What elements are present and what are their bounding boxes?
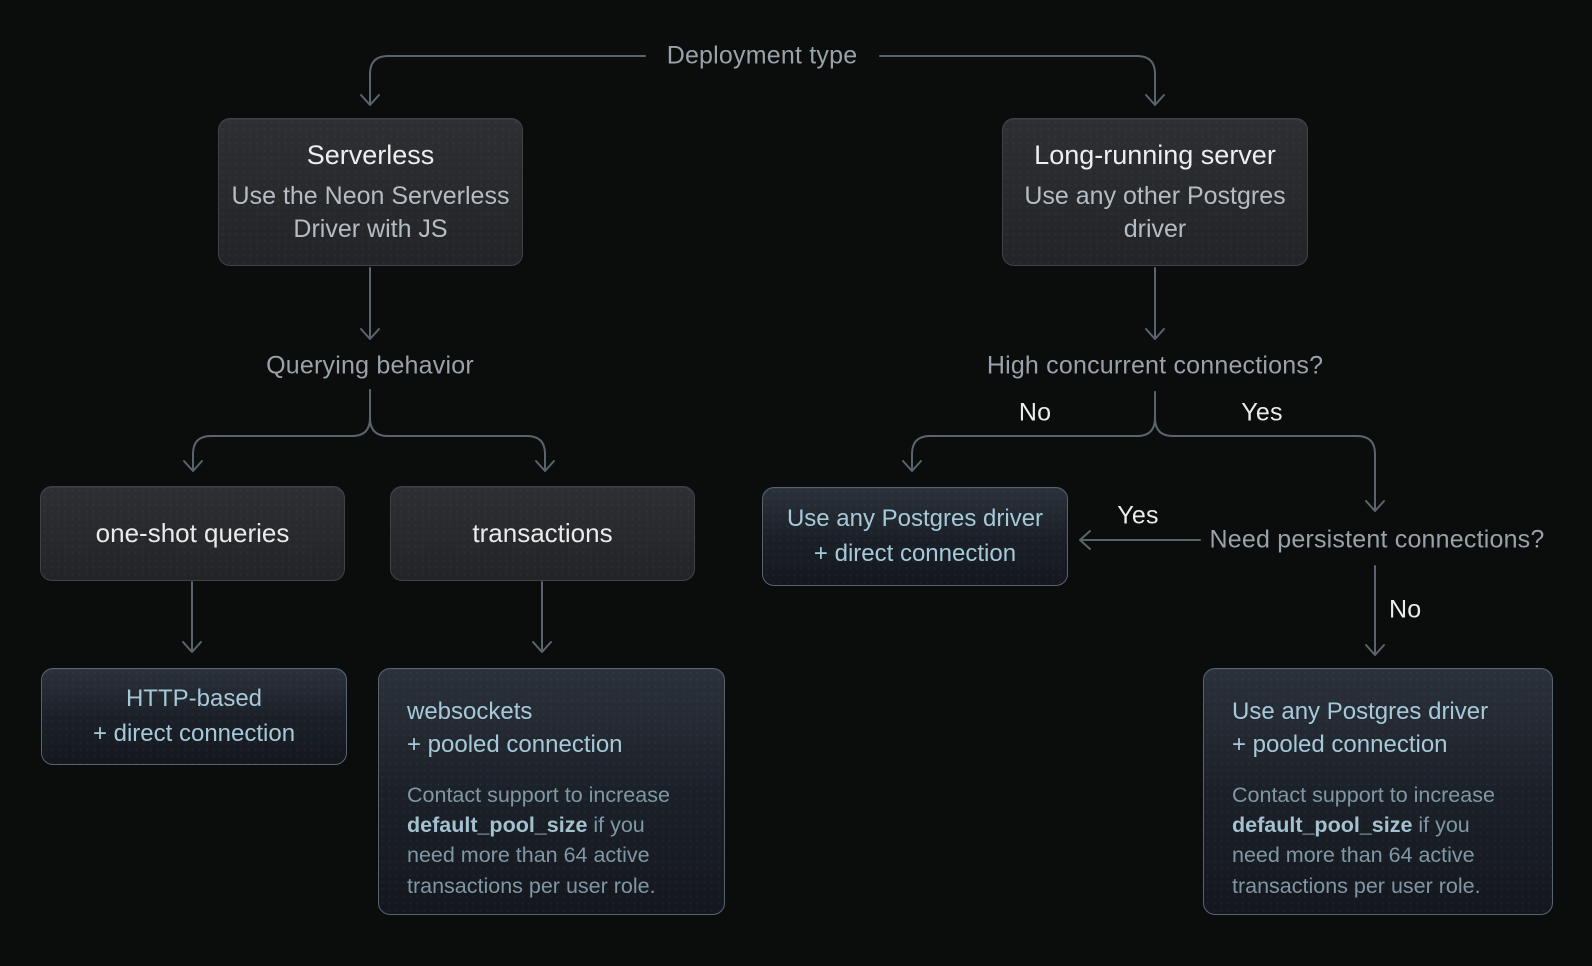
result-http-direct-text: HTTP-based+ direct connection [92, 685, 296, 747]
arrow-persistent-no [1365, 565, 1385, 656]
result-any-driver-pooled: Use any Postgres driver+ pooled connecti… [1203, 668, 1553, 915]
arrow-oneshot-to-http [182, 581, 202, 653]
arrow-concurrent-no [902, 391, 1156, 472]
arrow-querying-to-oneshot [183, 389, 371, 472]
result-any-driver-direct-text: Use any Postgres driver+ direct connecti… [786, 505, 1044, 567]
node-transactions-label: transactions [472, 518, 613, 548]
result-any-driver-pooled-title: Use any Postgres driver+ pooled connecti… [1232, 698, 1489, 758]
arrow-persistent-yes [1079, 530, 1201, 550]
node-long-running-title: Long-running server [1034, 139, 1276, 170]
result-any-driver-direct: Use any Postgres driver+ direct connecti… [762, 487, 1068, 586]
result-websockets-pooled-title: websockets+ pooled connection [407, 698, 623, 758]
result-http-direct: HTTP-based+ direct connection [41, 668, 347, 765]
arrow-longrunning-to-concurrent [1145, 267, 1165, 340]
persistent-yes-label: Yes [1117, 501, 1159, 530]
high-concurrent-label: High concurrent connections? [986, 351, 1324, 380]
need-persistent-label: Need persistent connections? [1209, 525, 1545, 554]
result-websockets-pooled: websockets+ pooled connection Contact su… [378, 668, 725, 915]
arrow-serverless-to-querying [360, 267, 380, 340]
node-one-shot-label: one-shot queries [95, 518, 290, 548]
arrow-root-to-serverless [360, 55, 646, 106]
branch-yes-label: Yes [1241, 398, 1283, 427]
arrow-concurrent-yes [1154, 391, 1385, 512]
node-serverless-title: Serverless [306, 139, 435, 170]
arrow-root-to-longrunning [879, 55, 1165, 106]
node-long-running-server: Long-running server Use any other Postgr… [1002, 118, 1308, 266]
node-one-shot-queries: one-shot queries [40, 486, 345, 581]
branch-no-label: No [1018, 398, 1052, 427]
querying-behavior-label: Querying behavior [266, 351, 474, 380]
arrow-querying-to-transactions [369, 389, 555, 472]
arrow-transactions-to-websockets [532, 581, 552, 653]
node-transactions: transactions [390, 486, 695, 581]
root-label: Deployment type [666, 41, 858, 70]
persistent-no-label: No [1389, 595, 1422, 624]
